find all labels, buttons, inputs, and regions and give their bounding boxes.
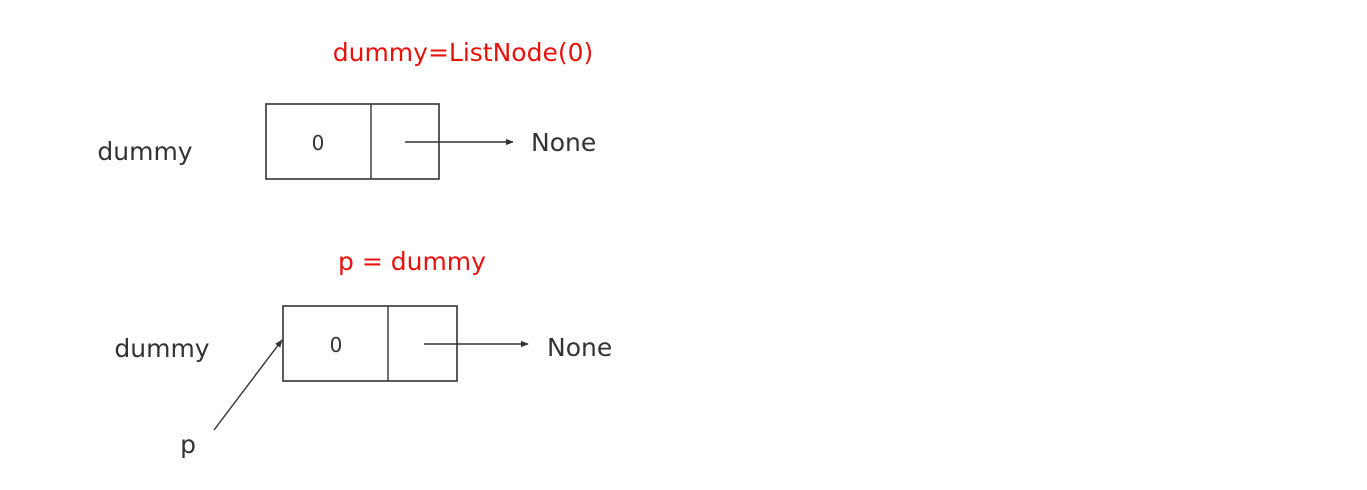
step1-group: dummy=ListNode(0) dummy 0 None	[97, 38, 596, 180]
step1-caption: dummy=ListNode(0)	[333, 38, 594, 67]
step1-none-label: None	[531, 128, 596, 157]
step2-list-node: 0	[282, 305, 458, 382]
step1-node-value: 0	[312, 131, 325, 155]
pointer-p-arrow	[213, 339, 283, 431]
step1-dummy-label: dummy	[97, 137, 192, 166]
step2-none-label: None	[547, 333, 612, 362]
step2-node-value: 0	[330, 333, 343, 357]
step2-dummy-label: dummy	[114, 334, 209, 363]
step2-group: p = dummy dummy 0 None p	[114, 247, 612, 459]
step2-caption: p = dummy	[338, 247, 486, 276]
pointer-p-label: p	[180, 430, 196, 459]
